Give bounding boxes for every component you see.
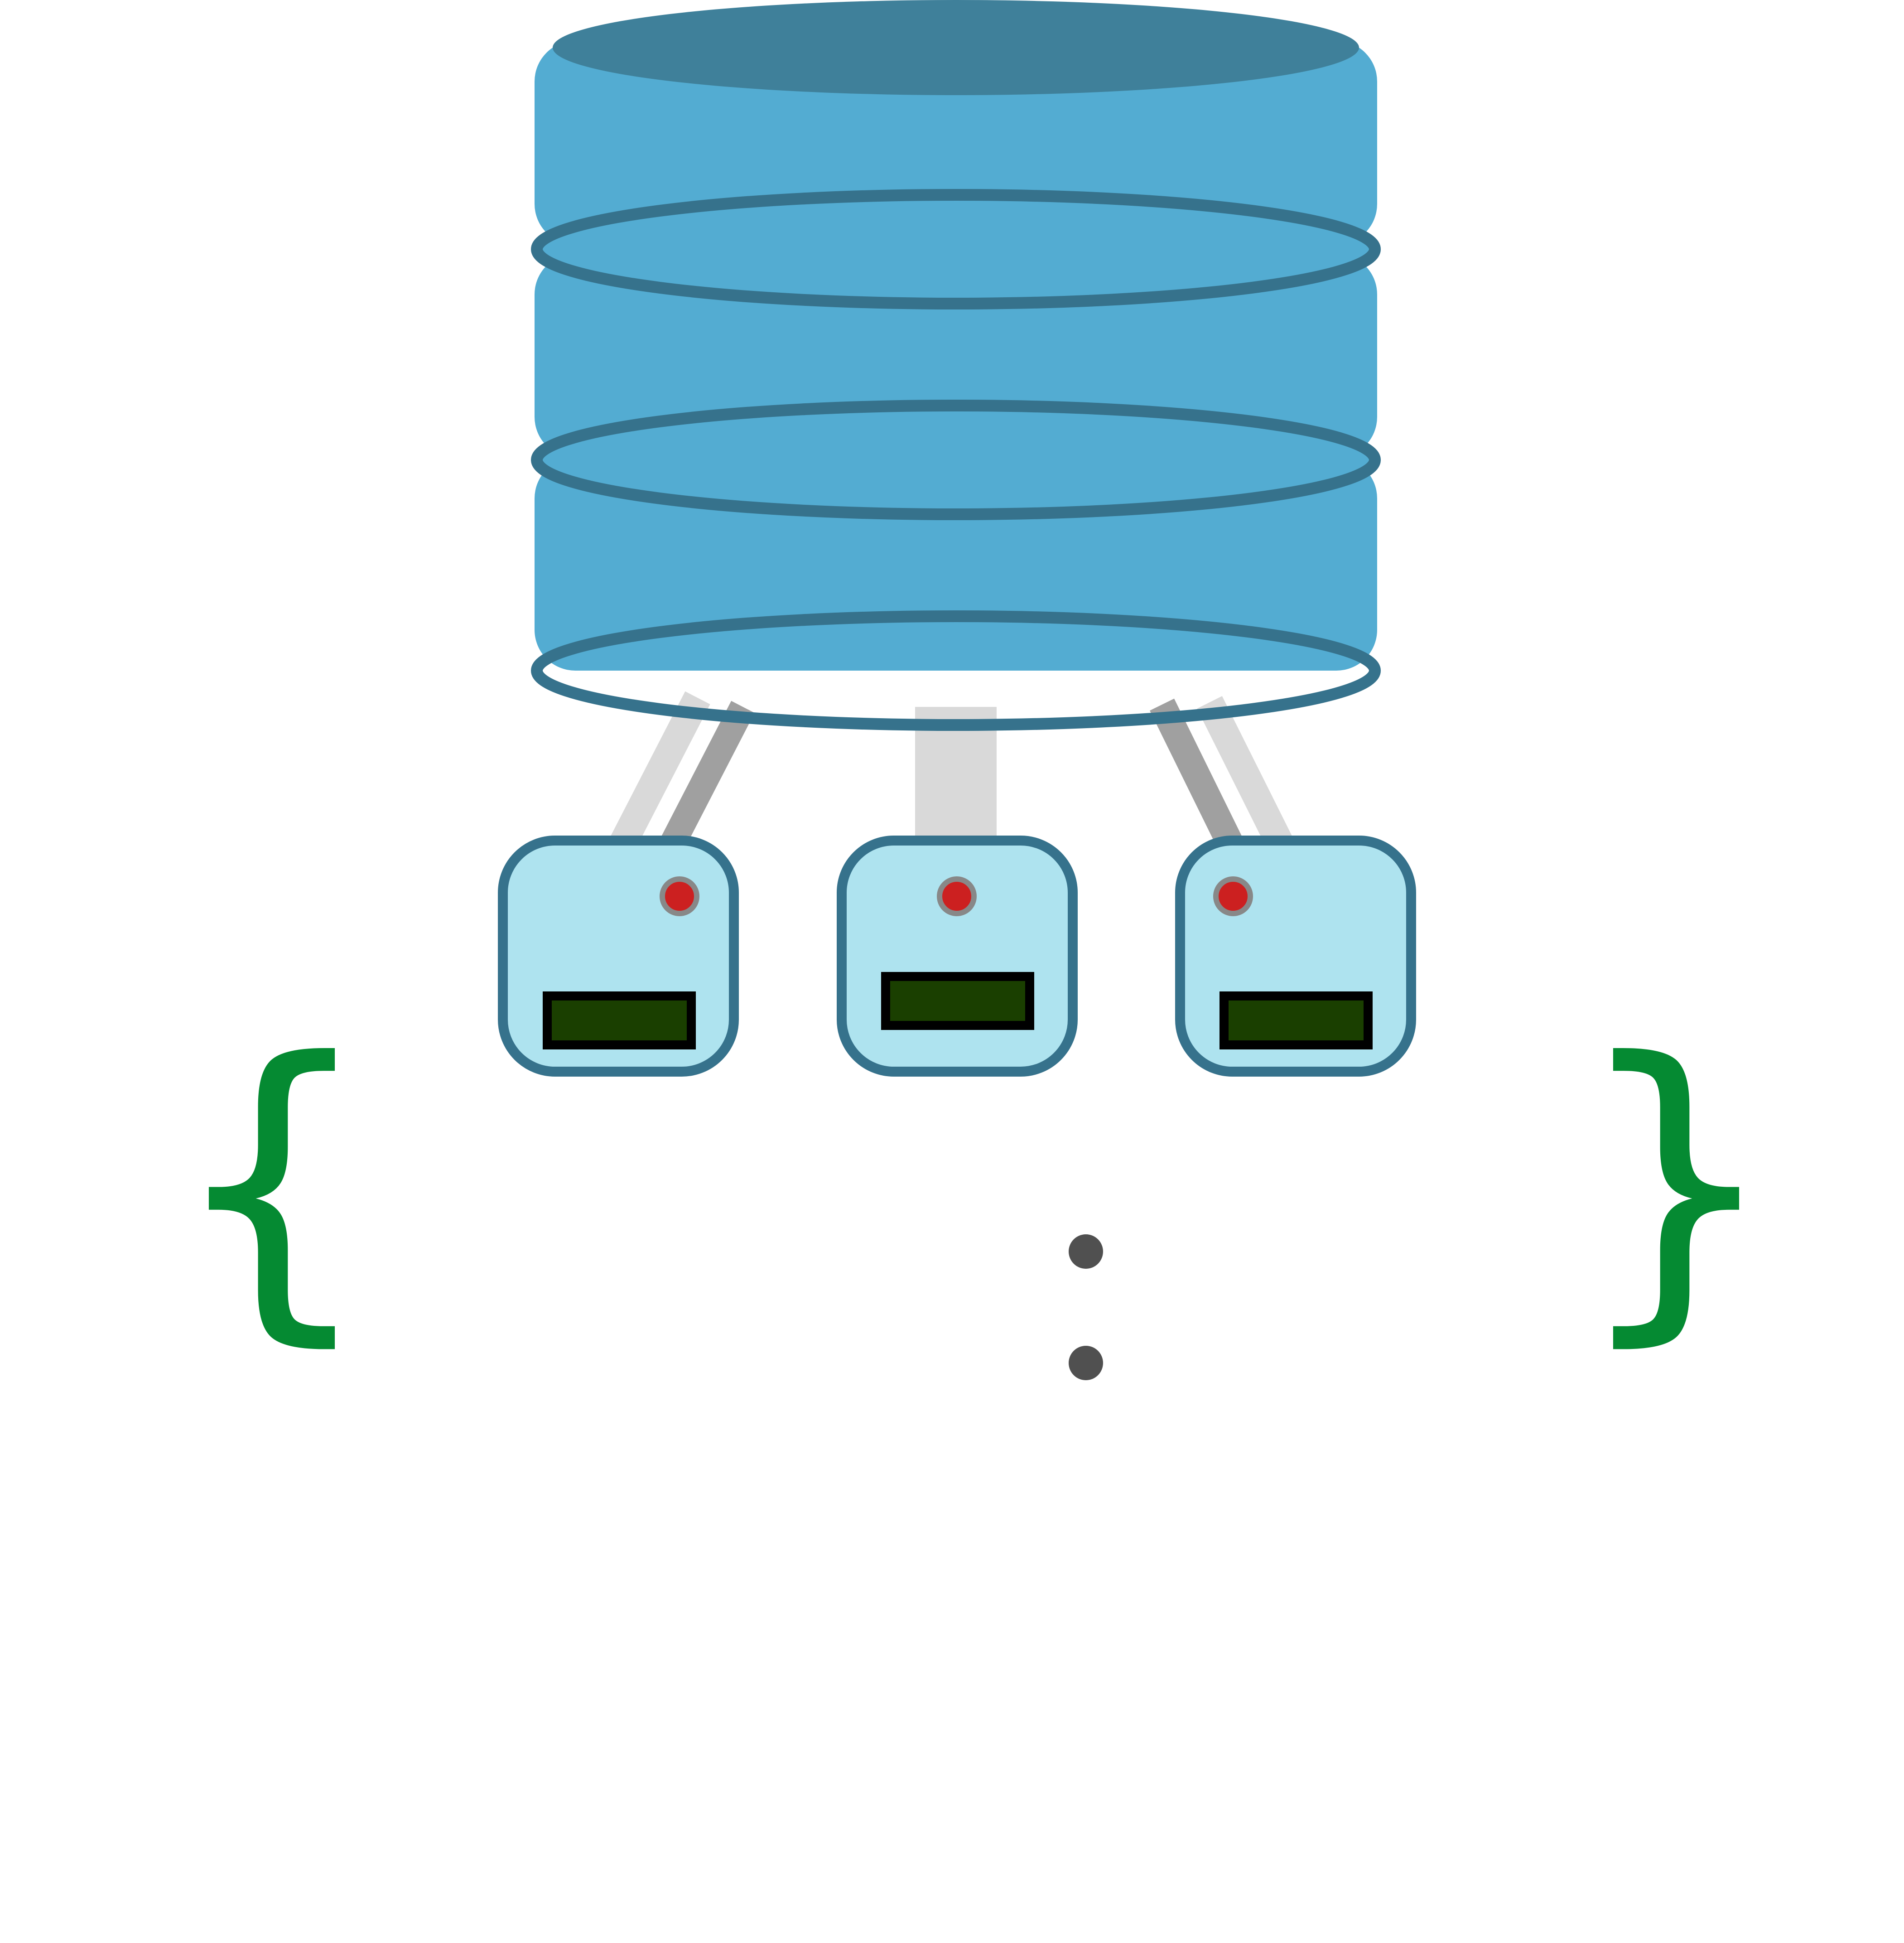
colon-dot-top xyxy=(1069,1234,1103,1269)
database-disk-middle xyxy=(531,254,1381,520)
drive-center-slot xyxy=(881,972,1034,1030)
connector-right-light xyxy=(1197,696,1295,854)
database-disk-middle-rim xyxy=(531,400,1381,520)
connector-left-light xyxy=(608,691,710,854)
drive-left xyxy=(498,836,739,1077)
drive-left-led xyxy=(660,876,699,916)
separator-colon xyxy=(1069,1234,1103,1380)
database-disk-bottom-rim xyxy=(531,610,1381,731)
drive-left-slot xyxy=(543,991,696,1049)
drive-right-led xyxy=(1213,876,1253,916)
connector-right xyxy=(1150,696,1295,854)
connector-right-dark xyxy=(1150,698,1244,854)
connector-left-dark xyxy=(659,701,755,854)
drive-center-body xyxy=(837,836,1078,1077)
open-brace: { xyxy=(174,993,370,1373)
drive-center-led xyxy=(937,876,977,916)
drives xyxy=(498,836,1416,1077)
database-disk-top-body xyxy=(535,41,1377,245)
database-disk-top xyxy=(531,0,1381,309)
drive-right xyxy=(1175,836,1416,1077)
close-brace: } xyxy=(1578,993,1774,1373)
colon-dot-bottom xyxy=(1069,1346,1103,1380)
expression: { } xyxy=(174,993,1774,1380)
drive-center xyxy=(837,836,1078,1077)
connector-left xyxy=(608,691,755,854)
database-icon xyxy=(531,0,1381,731)
drive-right-slot xyxy=(1220,991,1373,1049)
database-disk-top-rim xyxy=(531,189,1381,309)
database-top-cap xyxy=(553,0,1359,95)
database-disk-middle-body xyxy=(535,254,1377,458)
